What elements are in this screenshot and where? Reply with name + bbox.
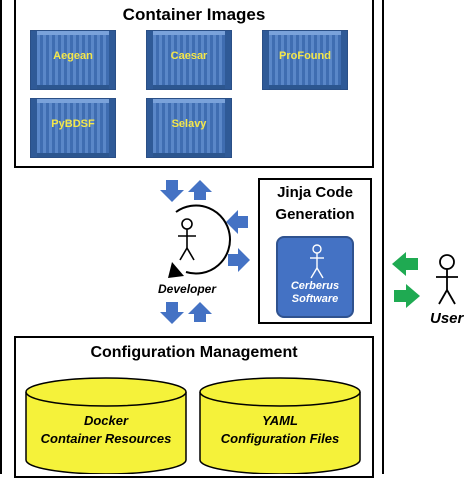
developer-figure-icon	[178, 218, 196, 261]
cerberus-line2: Software	[291, 293, 339, 305]
configuration-title: Configuration Management	[90, 344, 298, 361]
yaml-line1: YAML	[262, 413, 298, 428]
jinja-title-line2: Generation	[275, 206, 355, 223]
side-arrows	[226, 210, 250, 272]
arrow-down-icon	[160, 180, 184, 202]
cerberus-figure-icon	[310, 244, 324, 279]
container-images-title: Container Images	[122, 5, 266, 24]
yaml-line2: Configuration Files	[220, 431, 340, 446]
cerberus-software-box: Cerberus Software	[276, 236, 354, 318]
arrow-left-icon	[226, 210, 248, 234]
container-label: Aegean	[53, 50, 93, 62]
developer-cycle-icon	[168, 204, 231, 278]
docker-cylinder-icon	[25, 377, 187, 474]
docker-line1: Docker	[83, 413, 129, 428]
container-label: ProFound	[279, 50, 331, 62]
bottom-arrows	[160, 302, 212, 324]
top-arrows	[160, 180, 212, 202]
container-caesar: Caesar	[146, 30, 232, 90]
container-pybdsf: PyBDSF	[30, 98, 116, 158]
arrow-right-icon	[228, 248, 250, 272]
cerberus-text: Cerberus Software	[278, 280, 352, 306]
container-label: Caesar	[170, 50, 208, 62]
yaml-cylinder-icon	[199, 377, 361, 474]
arrow-down-icon	[160, 302, 184, 324]
jinja-title-line1: Jinja Code	[277, 184, 353, 201]
user-arrows	[392, 252, 420, 308]
container-aegean: Aegean	[30, 30, 116, 90]
user-label: User	[430, 310, 464, 327]
docker-text: Docker Container Resources	[26, 412, 186, 448]
yaml-text: YAML Configuration Files	[200, 412, 360, 448]
developer-label: Developer	[158, 282, 217, 296]
cerberus-line1: Cerberus	[290, 280, 340, 292]
container-label: PyBDSF	[51, 118, 95, 130]
container-profound: ProFound	[262, 30, 348, 90]
docker-line2: Container Resources	[40, 431, 172, 446]
outer-left-border	[0, 0, 2, 474]
container-label: Selavy	[171, 118, 207, 130]
container-selavy: Selavy	[146, 98, 232, 158]
arrow-left-green-icon	[392, 252, 418, 276]
arrow-right-green-icon	[394, 284, 420, 308]
arrow-up-icon	[188, 180, 212, 200]
outer-right-border	[382, 0, 384, 474]
user-figure-icon	[436, 254, 458, 305]
arrow-up-icon	[188, 302, 212, 322]
